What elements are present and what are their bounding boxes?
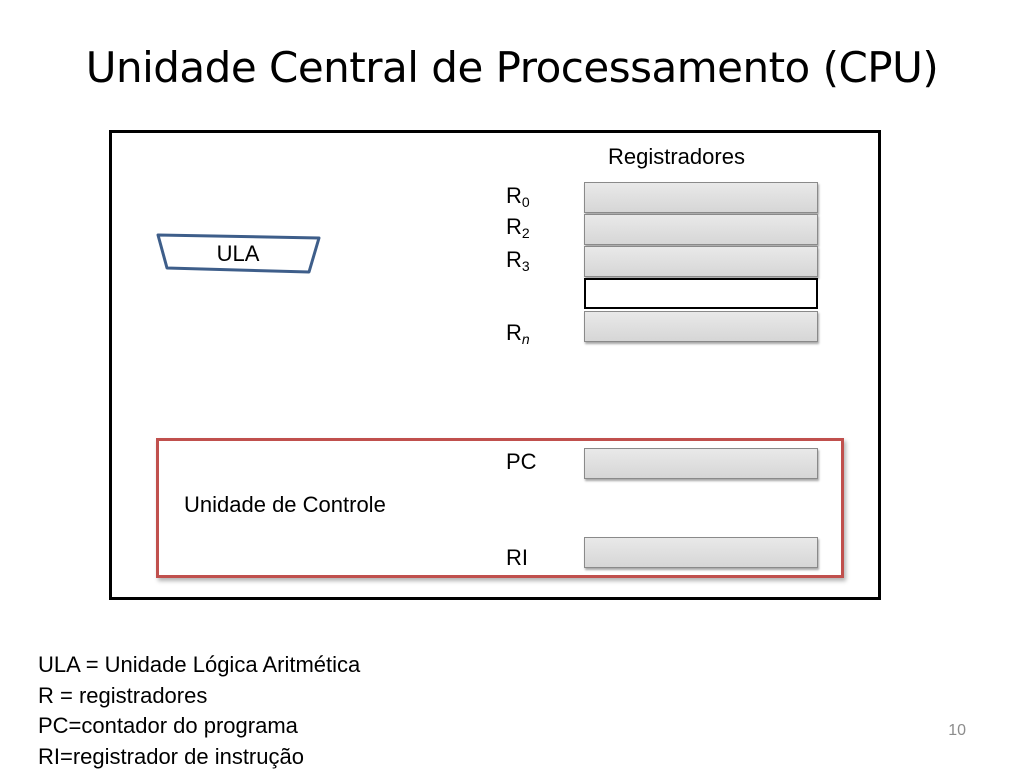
ri-register-cell: [584, 537, 818, 568]
register-cell-r0: [584, 182, 818, 213]
legend-item: PC=contador do programa: [38, 711, 360, 742]
ri-label: RI: [506, 545, 528, 571]
register-label-r0: R0: [506, 183, 530, 209]
legend-item: ULA = Unidade Lógica Aritmética: [38, 650, 360, 681]
register-subscript: 2: [522, 225, 530, 241]
register-cell-rn: [584, 311, 818, 342]
register-letter: R: [506, 247, 522, 272]
register-cell-r3: [584, 246, 818, 277]
register-subscript: n: [522, 331, 530, 347]
register-label-r3: R3: [506, 247, 530, 273]
registers-heading: Registradores: [608, 144, 745, 170]
legend-item: R = registradores: [38, 681, 360, 712]
slide-title: Unidade Central de Processamento (CPU): [0, 42, 1024, 94]
register-cell-ellipsis: [584, 278, 818, 309]
register-letter: R: [506, 320, 522, 345]
legend-item: RI=registrador de instrução: [38, 742, 360, 772]
register-letter: R: [506, 183, 522, 208]
alu-label: ULA: [168, 241, 308, 267]
legend: ULA = Unidade Lógica Aritmética R = regi…: [38, 650, 360, 772]
register-subscript: 0: [522, 194, 530, 210]
pc-register-cell: [584, 448, 818, 479]
register-subscript: 3: [522, 258, 530, 274]
register-label-rn: Rn: [506, 320, 530, 346]
control-unit-label: Unidade de Controle: [184, 492, 386, 518]
page-number: 10: [936, 722, 966, 740]
pc-label: PC: [506, 449, 537, 475]
register-cell-r2: [584, 214, 818, 245]
register-letter: R: [506, 214, 522, 239]
register-label-r2: R2: [506, 214, 530, 240]
